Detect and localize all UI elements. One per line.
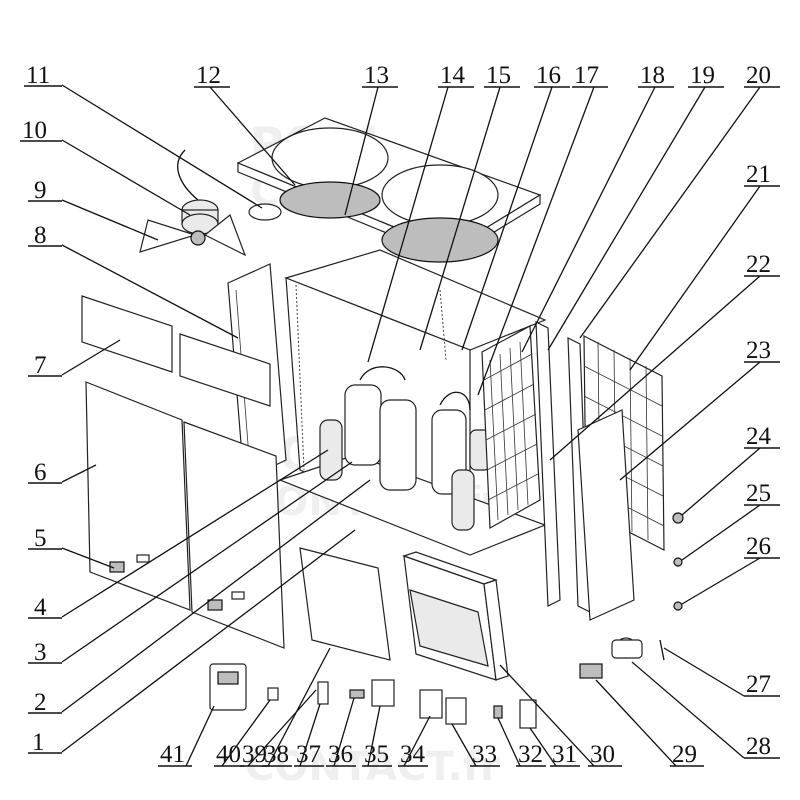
callout-12: 12 <box>196 62 221 89</box>
callout-41: 41 <box>160 741 185 768</box>
electrical-box <box>402 551 509 681</box>
callout-8: 8 <box>34 222 47 249</box>
component-35 <box>371 679 395 707</box>
component-37 <box>317 681 329 705</box>
callout-25: 25 <box>746 480 771 507</box>
callout-16: 16 <box>536 62 561 89</box>
callout-29: 29 <box>672 741 697 768</box>
corner-pillar <box>535 321 561 607</box>
callout-15: 15 <box>486 62 511 89</box>
controller-41 <box>209 663 247 711</box>
compressors <box>319 366 491 531</box>
callout-19: 19 <box>690 62 715 89</box>
right-side-panel <box>567 337 635 621</box>
callout-30: 30 <box>590 741 615 768</box>
callout-20: 20 <box>746 62 771 89</box>
sensor-26 <box>673 601 683 611</box>
component-34 <box>419 689 443 719</box>
callout-7: 7 <box>34 352 47 379</box>
callout-4: 4 <box>34 594 47 621</box>
callout-1: 1 <box>32 729 45 756</box>
callout-36: 36 <box>328 741 353 768</box>
component-33 <box>445 697 467 725</box>
component-29 <box>579 663 603 679</box>
coil-grid-lines <box>483 341 539 521</box>
front-access-panel <box>299 547 391 661</box>
upper-front-panels <box>81 295 271 407</box>
callout-9: 9 <box>34 177 47 204</box>
watermark-line2-c: CONTACT.fr <box>245 744 500 790</box>
callout-14: 14 <box>440 62 466 89</box>
callout-13: 13 <box>364 62 389 89</box>
callouts: 1 2 3 4 5 6 7 8 9 10 <box>20 62 780 768</box>
callout-11: 11 <box>26 62 50 89</box>
callout-35: 35 <box>364 741 389 768</box>
callout-37: 37 <box>296 741 321 768</box>
callout-6: 6 <box>34 459 47 486</box>
callout-18: 18 <box>640 62 665 89</box>
callout-39: 39 <box>242 741 267 768</box>
callout-23: 23 <box>746 337 771 364</box>
callout-32: 32 <box>518 741 543 768</box>
callout-27: 27 <box>746 671 771 698</box>
callout-31: 31 <box>552 741 577 768</box>
callout-24: 24 <box>746 423 772 450</box>
callout-34: 34 <box>400 741 426 768</box>
component-36 <box>349 689 365 699</box>
component-31 <box>519 699 537 729</box>
callout-3: 3 <box>34 639 47 666</box>
callout-17: 17 <box>574 62 599 89</box>
callout-10: 10 <box>22 117 47 144</box>
component-40 <box>267 687 279 701</box>
callout-5: 5 <box>34 525 47 552</box>
sensor-25 <box>673 557 683 567</box>
callout-40: 40 <box>216 741 241 768</box>
parts-drawing <box>81 117 684 729</box>
component-32 <box>493 705 503 719</box>
callout-2: 2 <box>34 689 47 716</box>
callout-26: 26 <box>746 533 771 560</box>
electrical-components <box>209 512 684 729</box>
callout-22: 22 <box>746 251 771 278</box>
fan-assembly <box>139 149 282 257</box>
rear-coil-grid <box>481 325 541 529</box>
callout-38: 38 <box>264 741 289 768</box>
callout-21: 21 <box>746 161 771 188</box>
callout-33: 33 <box>472 741 497 768</box>
callout-28: 28 <box>746 733 771 760</box>
sensor-24 <box>672 512 684 524</box>
